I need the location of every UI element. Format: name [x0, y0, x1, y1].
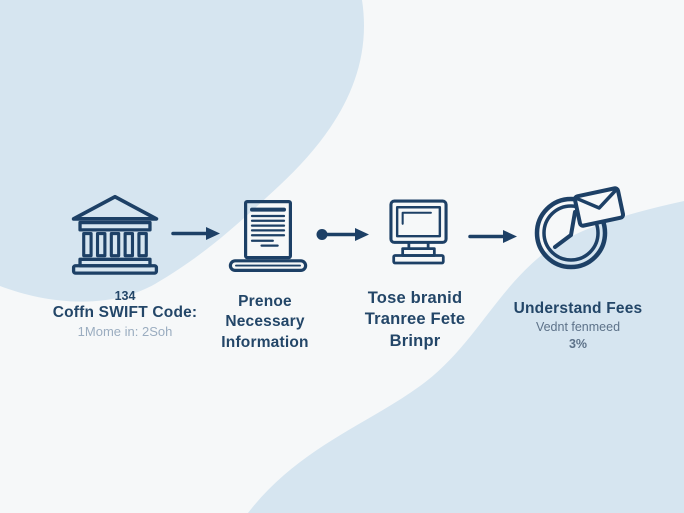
- step4-line2: Vednt fenmeed: [535, 320, 621, 335]
- clock-envelope-icon: [531, 183, 631, 283]
- blob-top-left: [0, 0, 364, 302]
- step3-line1: Tose branid: [367, 289, 463, 307]
- step4-line1: Understand Fees: [513, 300, 643, 317]
- arrow-icon: [468, 227, 518, 246]
- step-label-fees: Understand Fees Vednt fenmeed 3%: [498, 300, 658, 352]
- blob-bottom-right: [248, 201, 684, 513]
- document-icon: [228, 199, 308, 273]
- step4-line3: 3%: [568, 337, 588, 352]
- step1-line2: Coffn SWIFT Code:: [52, 303, 198, 321]
- computer-icon: [384, 199, 453, 272]
- step-label-transfer: Tose branid Tranree Fete Brinpr: [335, 289, 495, 351]
- step3-line2: Tranree Fete: [364, 310, 466, 329]
- step1-line3: 1Mome in: 2Soh: [77, 324, 173, 340]
- step3-line3: Brinpr: [389, 331, 441, 350]
- step2-line3: Information: [221, 333, 309, 351]
- arrow-icon: [171, 224, 221, 243]
- dot-arrow-icon: [316, 225, 370, 244]
- step-label-information: Prenoe Necessary Information: [185, 293, 345, 352]
- step2-line1: Prenoe: [238, 293, 292, 310]
- step-label-bank: 134 Coffn SWIFT Code: 1Mome in: 2Soh: [45, 289, 205, 339]
- step1-line1: 134: [114, 289, 136, 303]
- bank-icon: [69, 194, 161, 275]
- step2-line2: Necessary: [225, 313, 305, 331]
